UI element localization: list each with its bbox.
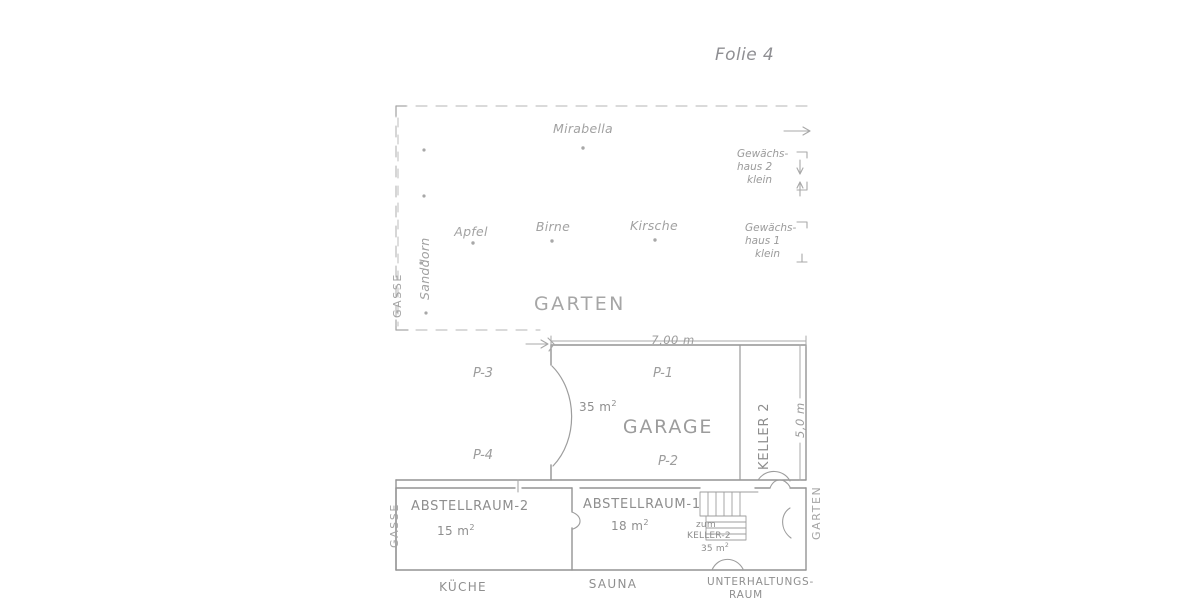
unterhaltungsraum-line1: UNTERHALTUNGS- bbox=[707, 576, 815, 588]
garden-door-arc-top bbox=[769, 479, 791, 489]
adjacent-room-kueche: KÜCHE bbox=[439, 580, 487, 594]
garage-area-value: 35 m bbox=[579, 400, 612, 414]
keller-2-label: KELLER 2 bbox=[757, 402, 772, 470]
dimension-width-label: 7,00 m bbox=[651, 333, 695, 347]
dimension-height-label: 5,0 m bbox=[793, 402, 807, 438]
greenhouse-1-line3: klein bbox=[755, 248, 781, 261]
tree-label-birne: Birne bbox=[535, 219, 571, 234]
garage-area-label: 35 m2 bbox=[579, 398, 617, 414]
garage-door-arc bbox=[551, 365, 573, 467]
stairs-area-value: 35 m bbox=[701, 543, 725, 554]
garden-area-label: GARTEN bbox=[534, 293, 626, 315]
parking-slot-p4: P-4 bbox=[472, 448, 494, 463]
unterhaltung-door-arc bbox=[711, 558, 744, 571]
adjacent-room-unterhaltungsraum: UNTERHALTUNGS- RAUM bbox=[707, 576, 814, 600]
garage-area-unit: 2 bbox=[611, 398, 617, 408]
dimension-lines bbox=[550, 335, 807, 481]
stairs-line2: KELLER-2 bbox=[687, 530, 731, 541]
greenhouse-1-line2: haus 1 bbox=[745, 235, 781, 248]
parking-slot-p2: P-2 bbox=[657, 454, 679, 469]
tree-label-apfel: Apfel bbox=[454, 224, 488, 239]
greenhouse-2-line3: klein bbox=[747, 174, 773, 187]
tree-label-kirsche: Kirsche bbox=[630, 218, 678, 233]
tree-label-mirabella: Mirabella bbox=[553, 121, 613, 136]
stairs-area-unit: 2 bbox=[724, 541, 729, 549]
abstellraum-2-area-value: 15 m bbox=[437, 524, 470, 538]
room-label-abstellraum-1: ABSTELLRAUM-1 bbox=[583, 497, 701, 512]
page-title: Folie 4 bbox=[715, 45, 775, 65]
room-area-abstellraum-2: 15 m2 bbox=[437, 522, 475, 538]
unterhaltungsraum-line2: RAUM bbox=[729, 589, 763, 600]
stairs-label: zum KELLER-2 35 m2 bbox=[687, 520, 731, 554]
garage-entry-arrow bbox=[525, 337, 555, 352]
stairs-line3: 35 m2 bbox=[687, 542, 731, 555]
greenhouse-2-symbol bbox=[796, 151, 808, 197]
garden-access-arrow bbox=[783, 126, 811, 136]
greenhouse-1-symbol bbox=[796, 221, 808, 263]
garage-area-name: GARAGE bbox=[622, 416, 714, 438]
garden-door-arc-mid bbox=[782, 507, 792, 539]
greenhouse-2-line1: Gewächs- bbox=[737, 148, 789, 160]
greenhouse-1-label: Gewächs- haus 1 klein bbox=[745, 222, 796, 261]
room-area-abstellraum-1: 18 m2 bbox=[611, 517, 649, 533]
greenhouse-1-line1: Gewächs- bbox=[745, 222, 797, 234]
hedge-label-sanddorn: Sanddorn bbox=[417, 237, 432, 301]
adjacent-room-sauna: SAUNA bbox=[588, 577, 638, 591]
garden-edge-label: GARTEN bbox=[810, 485, 823, 540]
abstellraum-2-area-unit: 2 bbox=[469, 522, 475, 532]
greenhouse-2-line2: haus 2 bbox=[737, 161, 773, 174]
street-label-gasse-bottom: GASSE bbox=[388, 503, 401, 548]
tree-markers bbox=[419, 146, 657, 315]
keller-door-arc bbox=[757, 470, 791, 482]
garden-boundary bbox=[395, 105, 813, 331]
room-label-abstellraum-2: ABSTELLRAUM-2 bbox=[411, 499, 529, 514]
parking-slot-p1: P-1 bbox=[652, 366, 674, 381]
abstellraum-1-area-value: 18 m bbox=[611, 519, 644, 533]
abstellraum-1-area-unit: 2 bbox=[643, 517, 649, 527]
street-label-gasse-garden: GASSE bbox=[391, 273, 404, 318]
staircase bbox=[699, 491, 759, 541]
storage-door-arc bbox=[571, 511, 581, 530]
greenhouse-2-label: Gewächs- haus 2 klein bbox=[737, 148, 788, 187]
stairs-line1: zum bbox=[696, 520, 716, 530]
parking-slot-p3: P-3 bbox=[472, 366, 494, 381]
storage-rooms-outline bbox=[395, 487, 807, 571]
